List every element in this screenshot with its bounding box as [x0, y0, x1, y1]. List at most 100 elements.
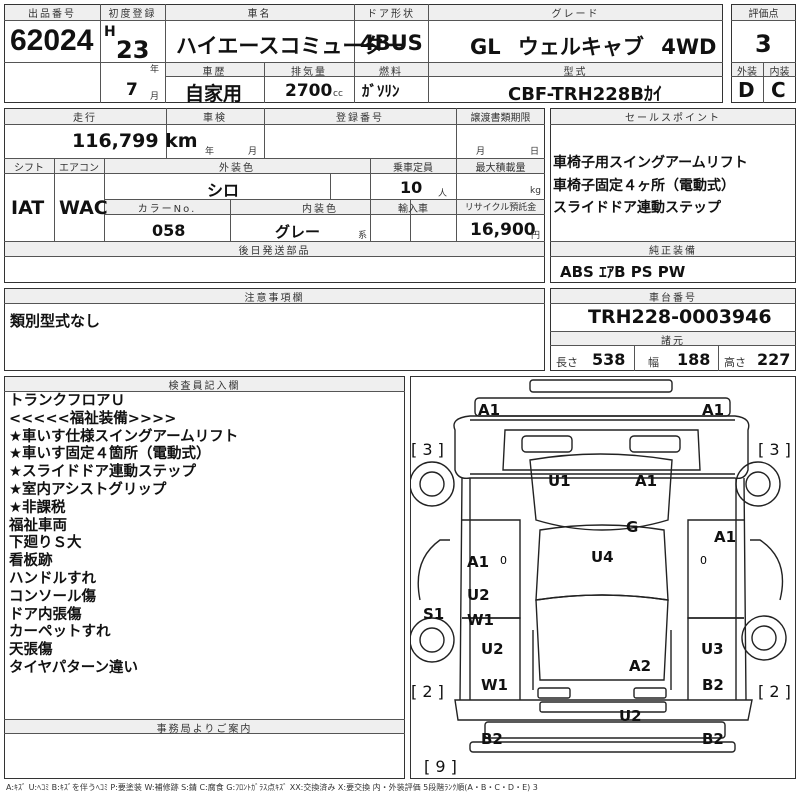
- score: 3: [755, 30, 772, 58]
- damage-mark: B2: [702, 676, 724, 694]
- history: 自家用: [185, 83, 243, 105]
- damage-mark: U2: [481, 640, 504, 658]
- transfer-day-unit: 日: [530, 147, 540, 157]
- int-grade: C: [771, 78, 786, 102]
- shift-label: シフト: [14, 163, 44, 174]
- history-label: 車歴: [202, 67, 227, 78]
- model-label: 型式: [563, 67, 588, 78]
- inspector-note-line: 天張傷: [9, 642, 53, 659]
- sales-point-3: スライドドア連動ステップ: [553, 200, 721, 216]
- equipment: ABS ｴｱB PS PW: [560, 263, 686, 281]
- damage-mark: W1: [467, 611, 494, 629]
- color-number: 058: [152, 221, 186, 240]
- inspector-note-line: ★室内アシストグリップ: [9, 481, 167, 498]
- interior-unit: 系: [358, 231, 368, 241]
- damage-mark: S1: [423, 605, 444, 623]
- office-label: 事務局よりご案内: [156, 724, 253, 735]
- recycle-label: リサイクル預託金: [464, 203, 537, 213]
- door-type: 4BUS: [360, 31, 423, 55]
- inspector-note-line: 下廻りＳ大: [9, 535, 82, 552]
- inspector-note-line: ★車いす仕様スイングアームリフト: [9, 428, 239, 445]
- chassis-number: TRH228-0003946: [588, 306, 772, 328]
- bracket-score: [ 9 ]: [424, 757, 457, 776]
- inspector-note-line: ドア内張傷: [9, 606, 82, 623]
- inspector-note-line: トランクフロアＵ: [9, 393, 125, 409]
- damage-mark-small: 0: [500, 554, 507, 567]
- recycle-fee: 16,900: [470, 220, 536, 240]
- inspector-label: 検査員記入欄: [168, 381, 241, 392]
- transfer-label: 譲渡書類期限: [470, 113, 531, 124]
- legend: A:ｷｽﾞ U:ﾍｺﾐ B:ｷｽﾞを伴うﾍｺﾐ P:要塗装 W:補修跡 S:錆 …: [6, 783, 538, 792]
- inspector-notes: トランクフロアＵ<<<<<福祉装備>>>>★車いす仕様スイングアームリフト★車い…: [9, 393, 399, 678]
- inspector-note-line: ハンドルすれ: [9, 570, 96, 587]
- grade-label: グレード: [551, 9, 600, 20]
- lot-label: 出品番号: [28, 9, 76, 20]
- width-label: 幅: [648, 356, 659, 369]
- recycle-unit: 円: [531, 231, 541, 241]
- first-reg-year: 23: [116, 36, 150, 64]
- caution-label: 注意事項欄: [244, 293, 305, 304]
- damage-mark: G: [626, 518, 638, 536]
- car-name: ハイエースコミューター: [176, 34, 406, 58]
- inspector-note-line: 看板跡: [9, 553, 53, 570]
- inspection-label: 車検: [203, 113, 227, 124]
- score-label: 評価点: [748, 9, 779, 20]
- shift: IAT: [11, 197, 45, 219]
- inspector-note-line: ★非課税: [9, 499, 66, 516]
- length-label: 長さ: [556, 356, 578, 369]
- length: 538: [592, 350, 626, 369]
- inspector-note-line: タイヤパターン違い: [9, 659, 139, 676]
- grade: GL ウェルキャブ 4WD: [470, 35, 717, 59]
- damage-mark: W1: [481, 676, 508, 694]
- equipment-label: 純正装備: [649, 246, 697, 257]
- load-unit: kg: [530, 186, 541, 196]
- inspection-month-unit: 月: [248, 147, 258, 157]
- inspector-note-line: 福祉車両: [9, 517, 67, 534]
- damage-mark: A2: [629, 657, 651, 675]
- damage-mark: A1: [478, 401, 500, 419]
- damage-mark: U3: [701, 640, 724, 658]
- damage-mark: U4: [591, 548, 614, 566]
- displacement-unit: cc: [333, 89, 343, 99]
- era: H: [104, 24, 116, 40]
- width: 188: [677, 350, 711, 369]
- damage-mark: U1: [548, 472, 571, 490]
- sales-point-1: 車椅子用スイングアームリフト: [553, 155, 748, 171]
- damage-mark: U2: [619, 707, 642, 725]
- interior-label: 内装色: [302, 204, 338, 215]
- capacity: 10: [400, 178, 423, 197]
- fuel: ｶﾞｿﾘﾝ: [362, 82, 400, 100]
- damage-mark: U2: [467, 586, 490, 604]
- inspector-note-line: カーペットすれ: [9, 624, 111, 641]
- ext-label: 外装: [737, 67, 757, 78]
- ext-grade: D: [738, 78, 755, 102]
- chassis-label: 車台番号: [649, 293, 697, 304]
- color: シロ: [207, 181, 240, 200]
- transfer-month-unit: 月: [476, 147, 486, 157]
- bracket-score: [ 2 ]: [758, 682, 791, 701]
- first-reg-label: 初度登録: [108, 9, 157, 20]
- inspection-year-unit: 年: [205, 147, 215, 157]
- bracket-score: [ 3 ]: [758, 440, 791, 459]
- colorno-label: カラーNo.: [137, 204, 197, 215]
- damage-mark: A1: [702, 401, 724, 419]
- first-reg-month: 7: [126, 80, 138, 100]
- height: 227: [757, 350, 791, 369]
- damage-mark: A1: [467, 553, 489, 571]
- displacement: 2700: [285, 81, 333, 101]
- ac: WAC: [59, 197, 108, 219]
- bracket-score: [ 2 ]: [411, 682, 444, 701]
- interior-color: グレー: [275, 223, 321, 241]
- displacement-label: 排気量: [291, 67, 327, 78]
- capacity-label: 乗車定員: [393, 163, 433, 174]
- door-label: ドア形状: [367, 9, 415, 20]
- inspector-note-line: コンソール傷: [9, 588, 96, 605]
- bracket-score: [ 3 ]: [411, 440, 444, 459]
- damage-mark: B2: [702, 730, 724, 748]
- regno-label: 登録番号: [336, 113, 384, 124]
- int-label: 内装: [769, 67, 790, 78]
- mileage-label: 走行: [73, 113, 97, 124]
- month-unit: 月: [150, 92, 160, 102]
- damage-mark: A1: [635, 472, 657, 490]
